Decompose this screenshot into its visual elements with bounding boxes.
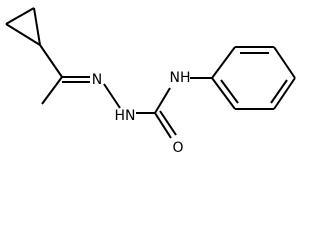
bond bbox=[154, 87, 171, 114]
bond bbox=[39, 44, 63, 78]
bond bbox=[211, 77, 236, 110]
double-bond-c-n bbox=[62, 76, 90, 83]
bond bbox=[5, 7, 35, 25]
bond bbox=[103, 83, 121, 109]
bond bbox=[159, 110, 177, 136]
aromatic-inner-bond bbox=[220, 79, 239, 104]
double-bond-c-o bbox=[154, 110, 177, 139]
methyl-bond bbox=[41, 76, 63, 105]
aromatic-inner-bond bbox=[270, 79, 288, 104]
atom-label-nh: NH bbox=[170, 70, 191, 86]
bond bbox=[273, 77, 296, 110]
atom-label-o: O bbox=[172, 140, 183, 156]
bond bbox=[211, 46, 236, 79]
structural-formula: N HN O NH bbox=[5, 7, 296, 156]
phenyl-ring bbox=[211, 46, 296, 110]
atom-label-hn: HN bbox=[115, 108, 136, 124]
bond bbox=[33, 7, 41, 46]
bond bbox=[154, 112, 172, 139]
bond bbox=[273, 46, 296, 79]
bond bbox=[5, 23, 41, 46]
atom-label-n: N bbox=[92, 72, 102, 88]
cyclopropyl-ring bbox=[5, 7, 41, 46]
